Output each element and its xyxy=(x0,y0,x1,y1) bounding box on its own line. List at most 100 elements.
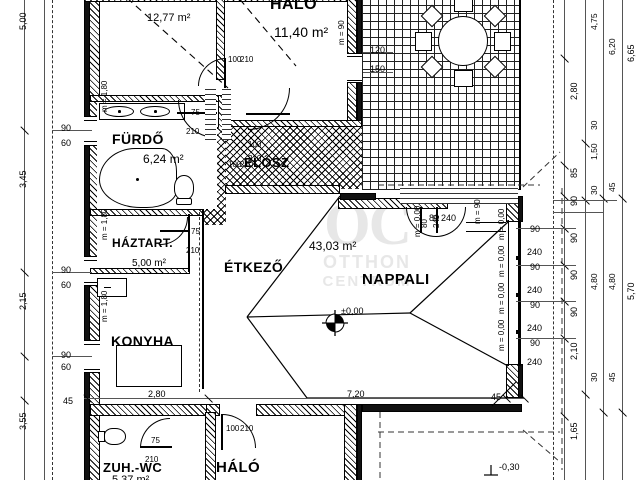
window-left-1-a xyxy=(84,120,100,122)
room-name-haloo-top: HÁLÓ xyxy=(270,0,317,13)
dim-right-chain-c-0: 6,20 xyxy=(607,38,617,55)
room-area-haloo-top: 11,40 m² xyxy=(274,24,329,40)
furdo-sink-right-drain xyxy=(154,110,157,113)
dim-openings-inner-12: 100 xyxy=(226,424,240,433)
room-area-zuhwc: 5,37 m² xyxy=(112,474,150,480)
dim-left-chain-outer-1: 3,45 xyxy=(18,170,28,188)
nappali-door-leaf-left xyxy=(420,207,422,233)
partition-wall-halo-right-2 xyxy=(347,82,357,124)
dim-window-labels-3: m = 90 xyxy=(337,20,346,45)
nappali-right-wall-bottom-pier-skin xyxy=(518,364,523,398)
window-halo-right-b xyxy=(347,80,363,82)
dim-right-chain-a-2: 90 xyxy=(569,195,579,206)
dim-window-labels-10: 80 xyxy=(420,219,429,228)
corridor-door-jamb-1 xyxy=(205,88,216,140)
furdo-sink-left-drain xyxy=(118,110,121,113)
watermark-line1: OTTHON xyxy=(323,252,411,272)
dim-right-chain-c-2: 4,80 xyxy=(607,273,617,290)
dim-leader-right-6 xyxy=(553,212,603,213)
partition-wall-halo-right xyxy=(347,0,357,54)
dim-openings-inner-5: 210 xyxy=(240,55,254,64)
nappali-glazing-mullion-2 xyxy=(516,293,520,297)
room-name-konyha: KONYHA xyxy=(111,333,175,349)
nappali-glazing-mullion-1 xyxy=(516,256,520,260)
room-name-furdo: FÜRDŐ xyxy=(112,131,164,147)
room-area-room-1277: 12,77 m² xyxy=(147,12,191,24)
dim-left-openings-0: 90 xyxy=(61,123,72,133)
dim-right-chain-c-3: 45 xyxy=(607,372,617,382)
dim-ref-left xyxy=(52,0,53,480)
dim-window-labels-1: m = 1,80 xyxy=(100,208,109,240)
dim-right-openings-2: 90 xyxy=(530,262,541,272)
dim-line-left-1 xyxy=(24,0,25,480)
konyha-counter xyxy=(116,345,182,387)
dim-right-chain-a-1: 85 xyxy=(569,167,579,178)
zuhwc-wc-cistern xyxy=(98,431,105,442)
terrace-chair-n xyxy=(454,0,473,12)
dim-openings-inner-10: 75 xyxy=(151,436,160,445)
dim-left-openings-6: 45 xyxy=(63,396,74,406)
dim-openings-inner-9: 210 xyxy=(186,246,200,255)
dim-right-openings-7: 240 xyxy=(527,357,543,367)
partition-wall-konyha-bottom xyxy=(90,404,208,416)
etkezo-left-boundary xyxy=(202,127,204,389)
dim-right-chain-b-5: 30 xyxy=(589,372,599,382)
partition-wall-elosz-top xyxy=(225,120,362,127)
dim-right-chain-b-3: 30 xyxy=(589,120,599,130)
dim-line-right-4 xyxy=(622,0,623,480)
dim-window-labels-9: m = 0,00 xyxy=(497,319,506,351)
exterior-wall-left-upper xyxy=(89,0,100,117)
nappali-door-leaf-right xyxy=(436,207,438,233)
furdo-door-leaf xyxy=(177,112,217,114)
dim-right-chain-a-3: 90 xyxy=(569,232,579,243)
window-left-3-a xyxy=(84,344,100,346)
dim-right-chain-a-0: 2,80 xyxy=(569,82,579,100)
zuhwc-door-leaf xyxy=(140,446,172,448)
room-name-zuhwc: ZUH.-WC xyxy=(103,460,163,475)
room-name-etkezo: ÉTKEZŐ xyxy=(224,259,284,275)
dim-bottom-1: 7,20 xyxy=(347,389,365,399)
elosz-door-leaf-right xyxy=(246,113,290,115)
dim-right-chain-b-1: 1,50 xyxy=(589,143,599,160)
dim-openings-inner-1: 210 xyxy=(186,127,200,136)
dim-leader-right-1 xyxy=(516,228,576,229)
nappali-glazing-inner xyxy=(508,220,510,366)
dim-window-labels-6: m = 0,00 xyxy=(497,208,506,240)
dim-terrace-1: 150 xyxy=(370,64,386,74)
dim-leader-left-3 xyxy=(52,356,92,357)
partition-wall-halo-bottom-right xyxy=(256,404,346,416)
dim-left-openings-1: 60 xyxy=(61,138,72,148)
dim-right-chain-d-0: 6,65 xyxy=(626,44,636,62)
dim-left-chain-outer-0: 5,00 xyxy=(18,12,28,30)
partition-wall-halo-right-skin xyxy=(357,0,362,54)
dim-line-bottom xyxy=(84,398,524,399)
etkezo-top-wall-skin xyxy=(340,193,376,200)
halo-bottom-door-leaf xyxy=(221,414,223,450)
dim-terrace-3: 240 xyxy=(441,213,457,223)
dim-left-openings-5: 60 xyxy=(61,362,72,372)
window-left-3-b xyxy=(84,369,100,371)
dim-window-labels-4: m = 90 xyxy=(473,199,482,224)
dim-leader-right-4 xyxy=(516,338,576,339)
dim-line-right-3 xyxy=(603,0,604,480)
dim-right-openings-0: 90 xyxy=(530,224,541,234)
terrace-bottom-band xyxy=(362,404,522,412)
level-marker-terrace xyxy=(484,464,498,480)
terrace-dim-leader-1 xyxy=(363,52,393,53)
level-label-ground: ±0,00 xyxy=(341,306,364,316)
window-left-2-b xyxy=(84,282,100,284)
dim-right-openings-3: 240 xyxy=(527,285,543,295)
partition-wall-zuhwc-right xyxy=(205,412,216,480)
furdo-wc xyxy=(174,175,194,200)
room-name-haztart: HÁZTART. xyxy=(112,236,173,250)
window-left-2-a xyxy=(84,260,100,262)
terrace-edge-right xyxy=(519,0,521,190)
furdo-wc-cistern xyxy=(176,198,192,205)
bedroom-door-arc-top xyxy=(198,58,226,86)
terrace-chair-w xyxy=(415,32,432,51)
terrace-table xyxy=(438,16,488,66)
haztart-door-leaf xyxy=(160,230,190,232)
zuhwc-wc xyxy=(104,428,126,445)
konyha-wall-unit xyxy=(97,278,127,297)
